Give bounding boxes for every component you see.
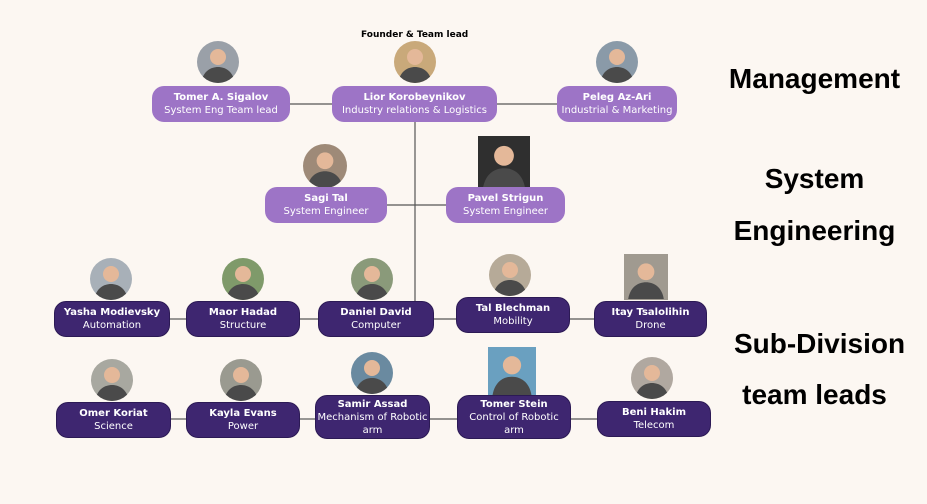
node-role: System Engineer xyxy=(283,206,369,217)
avatar xyxy=(91,359,133,401)
node-itay-tsalolihin: Itay Tsalolihin Drone xyxy=(594,301,707,337)
node-name: Daniel David xyxy=(340,307,412,318)
avatar xyxy=(222,258,264,300)
avatar xyxy=(197,41,239,83)
node-role: Industrial & Marketing xyxy=(561,105,673,116)
avatar xyxy=(90,258,132,300)
node-name: Omer Koriat xyxy=(79,408,148,419)
node-sagi-tal: Sagi Tal System Engineer xyxy=(265,187,387,223)
node-tal-blechman: Tal Blechman Mobility xyxy=(456,297,570,333)
avatar xyxy=(303,144,347,188)
node-lior-korobeynikov: Lior Korobeynikov Industry relations & L… xyxy=(332,86,497,122)
node-name: Samir Assad xyxy=(337,398,408,410)
section-sub-division: Sub-Division xyxy=(733,328,906,359)
node-name: Tomer A. Sigalov xyxy=(173,92,269,103)
node-tomer-sigalov: Tomer A. Sigalov System Eng Team lead xyxy=(152,86,290,122)
node-name: Beni Hakim xyxy=(621,407,687,418)
node-role: Mechanism of Robotic arm xyxy=(317,411,428,436)
node-role: Mobility xyxy=(493,316,533,327)
node-maor-hadad: Maor Hadad Structure xyxy=(186,301,300,337)
node-role: Automation xyxy=(82,320,142,331)
node-role: Power xyxy=(227,421,259,432)
node-name: Yasha Modievsky xyxy=(63,307,161,318)
node-kayla-evans: Kayla Evans Power xyxy=(186,402,300,438)
node-name: Maor Hadad xyxy=(208,307,278,318)
node-role: Telecom xyxy=(633,420,675,431)
node-name: Tal Blechman xyxy=(475,303,551,314)
avatar xyxy=(351,352,393,394)
node-role: Computer xyxy=(351,320,401,331)
node-role: System Engineer xyxy=(462,206,548,217)
avatar xyxy=(489,254,531,296)
founder-note: Founder & Team lead xyxy=(361,30,469,40)
section-management: Management xyxy=(728,63,901,94)
node-role: System Eng Team lead xyxy=(164,105,278,116)
node-name: Itay Tsalolihin xyxy=(611,307,690,318)
node-name: Pavel Strigun xyxy=(467,193,544,204)
node-pavel-strigun: Pavel Strigun System Engineer xyxy=(446,187,565,223)
node-role: Control of Robotic arm xyxy=(469,411,559,436)
avatar xyxy=(488,347,536,395)
avatar xyxy=(624,254,668,300)
section-system: System xyxy=(764,163,865,194)
node-beni-hakim: Beni Hakim Telecom xyxy=(597,401,711,437)
section-team-leads: team leads xyxy=(742,379,887,410)
node-role: Drone xyxy=(635,320,666,331)
node-tomer-stein: Tomer Stein Control of Robotic arm xyxy=(457,395,571,439)
avatar xyxy=(596,41,638,83)
node-name: Sagi Tal xyxy=(304,193,348,204)
section-engineering: Engineering xyxy=(733,215,896,246)
node-yasha-modievsky: Yasha Modievsky Automation xyxy=(54,301,170,337)
node-peleg-az-ari: Peleg Az-Ari Industrial & Marketing xyxy=(557,86,677,122)
node-role: Structure xyxy=(219,320,267,331)
avatar xyxy=(220,359,262,401)
node-samir-assad: Samir Assad Mechanism of Robotic arm xyxy=(315,395,430,439)
avatar xyxy=(351,258,393,300)
avatar xyxy=(394,41,436,83)
node-role: Industry relations & Logistics xyxy=(341,105,488,116)
node-name: Peleg Az-Ari xyxy=(582,92,652,103)
node-role: Science xyxy=(94,421,133,432)
node-name: Tomer Stein xyxy=(480,398,548,410)
avatar xyxy=(478,136,530,188)
node-daniel-david: Daniel David Computer xyxy=(318,301,434,337)
node-name: Lior Korobeynikov xyxy=(363,92,466,103)
node-name: Kayla Evans xyxy=(209,408,277,419)
node-omer-koriat: Omer Koriat Science xyxy=(56,402,171,438)
avatar xyxy=(631,357,673,399)
